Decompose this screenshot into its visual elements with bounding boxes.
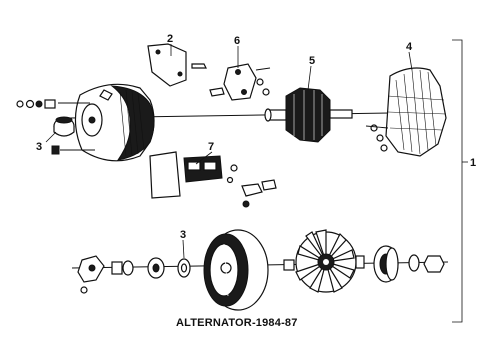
callout-6: 6 (234, 35, 240, 47)
callout-1: 1 (470, 157, 476, 169)
bearing-collar (53, 116, 75, 137)
through-bolts-left (16, 99, 95, 155)
leader-lines (45, 44, 468, 259)
callout-7: 7 (208, 141, 214, 153)
callout-2: 2 (167, 33, 173, 45)
pulley (373, 245, 399, 283)
cooling-fan (295, 229, 357, 293)
brush-holder (209, 63, 271, 101)
rectifier-bridge (149, 151, 277, 208)
rotor-assembly (264, 87, 353, 143)
stator-end-frame (365, 67, 447, 157)
assembly-bracket (452, 39, 463, 323)
mounting-bracket (147, 43, 207, 87)
pulley-nut-washer (408, 254, 445, 273)
lower-spacer (283, 259, 295, 271)
callout-3-upper: 3 (36, 141, 42, 153)
callout-5: 5 (309, 55, 315, 67)
drive-end-frame (74, 83, 155, 162)
lower-bearing (147, 257, 191, 279)
drive-end-housing (203, 229, 269, 311)
callout-4: 4 (406, 41, 413, 53)
fan-spacer (355, 255, 365, 269)
diagram-caption: ALTERNATOR-1984-87 (176, 317, 298, 329)
lower-left-fasteners (77, 255, 134, 294)
callout-3-lower: 3 (180, 229, 186, 241)
